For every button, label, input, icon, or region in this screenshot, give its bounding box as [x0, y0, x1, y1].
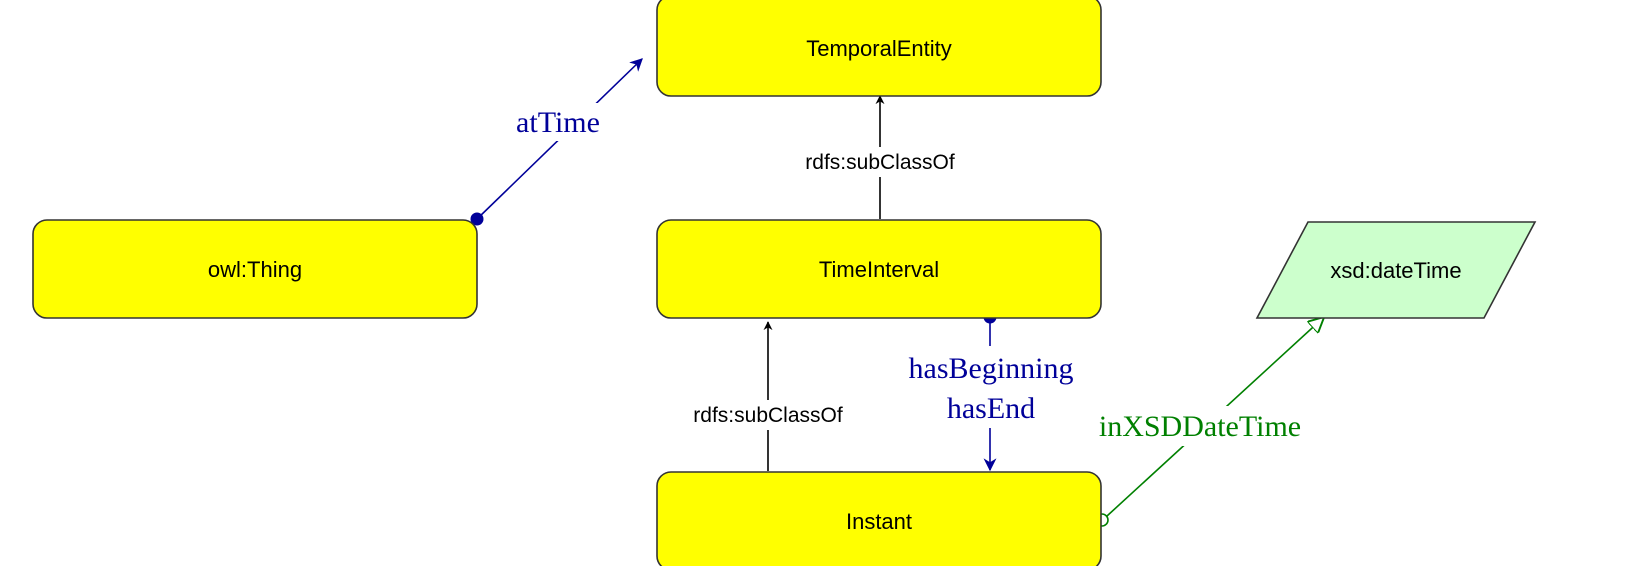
edge-has-beginning-label: hasBeginning: [909, 352, 1074, 385]
node-temporal-entity-label: TemporalEntity: [806, 36, 952, 61]
edge-instant-subclass: rdfs:subClassOf: [670, 321, 866, 471]
node-time-interval-label: TimeInterval: [819, 257, 939, 282]
edge-interval-subclass-label-bg: [782, 147, 978, 177]
node-owl-thing-label: owl:Thing: [208, 257, 302, 282]
edge-interval-subclass: rdfs:subClassOf: [782, 95, 978, 219]
node-time-interval[interactable]: TimeInterval: [656, 219, 1102, 319]
edge-instant-subclass-label: rdfs:subClassOf: [693, 404, 843, 427]
edge-in-xsd-datetime-label-bg: [1078, 406, 1322, 446]
node-xsd-datetime-label: xsd:dateTime: [1330, 258, 1461, 283]
edge-at-time: atTime: [470, 58, 643, 226]
edge-interval-subclass-label: rdfs:subClassOf: [805, 151, 955, 174]
node-temporal-entity[interactable]: TemporalEntity: [656, 0, 1102, 97]
node-instant-box: [656, 471, 1102, 566]
edge-in-xsd-datetime: inXSDDateTime: [1078, 318, 1323, 527]
edge-at-time-origin-dot: [470, 212, 484, 226]
edge-at-time-label: atTime: [516, 106, 600, 139]
node-instant[interactable]: Instant: [656, 471, 1102, 566]
node-owl-thing-box: [32, 219, 478, 319]
edge-has-beginning-end: hasBeginning hasEnd: [892, 310, 1090, 472]
node-xsd-datetime[interactable]: xsd:dateTime: [1255, 221, 1537, 319]
node-time-interval-box: [656, 219, 1102, 319]
node-xsd-datetime-shape: [1255, 221, 1537, 319]
edge-at-time-label-bg: [505, 103, 611, 141]
node-temporal-entity-box: [656, 0, 1102, 97]
edge-has-end-label: hasEnd: [947, 392, 1035, 425]
edge-instant-subclass-label-bg: [670, 400, 866, 430]
node-instant-label: Instant: [846, 509, 912, 534]
node-owl-thing[interactable]: owl:Thing: [32, 219, 478, 319]
edge-in-xsd-datetime-label: inXSDDateTime: [1099, 410, 1301, 443]
edge-has-beginning-end-label-bg: [892, 346, 1090, 428]
